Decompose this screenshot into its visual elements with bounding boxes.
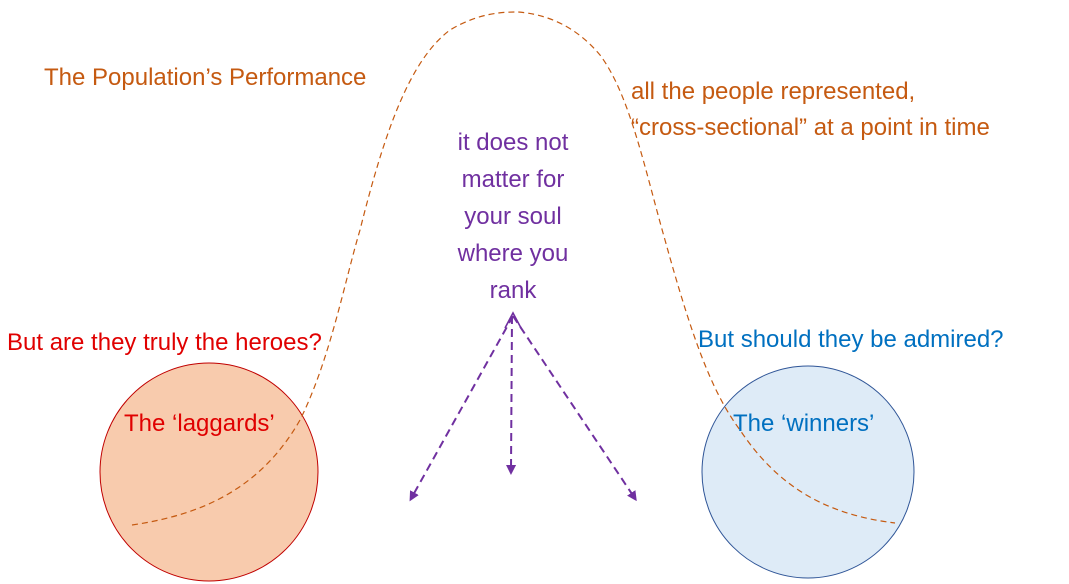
- population-note: all the people represented, “cross-secti…: [631, 74, 990, 146]
- rank-arrows: [409, 311, 637, 502]
- arrow-down: [506, 315, 517, 475]
- center-note-line: rank: [489, 277, 537, 304]
- center-note-line: matter for: [461, 166, 565, 193]
- winners-question: But should they be admired?: [698, 326, 1004, 353]
- population-note-line: “cross-sectional” at a point in time: [631, 114, 990, 141]
- winners-circle: [701, 365, 915, 579]
- winners-label: The ‘winners’: [733, 410, 875, 437]
- laggards-question: But are they truly the heroes?: [7, 329, 322, 356]
- laggards-circle: [99, 362, 319, 582]
- arrow-down-left: [409, 315, 514, 502]
- laggards-label: The ‘laggards’: [124, 410, 275, 437]
- center-note-line: it does not: [457, 129, 569, 156]
- population-note-line: all the people represented,: [631, 78, 916, 105]
- center-note-line: your soul: [464, 203, 562, 230]
- bell-curve: [131, 11, 896, 526]
- arrow-origin-caret: [504, 311, 522, 329]
- center-note-line: where you: [457, 240, 569, 267]
- diagram-title: The Population’s Performance: [44, 64, 367, 91]
- arrow-down-right: [512, 315, 637, 502]
- center-note: it does not matter for your soul where y…: [430, 124, 596, 309]
